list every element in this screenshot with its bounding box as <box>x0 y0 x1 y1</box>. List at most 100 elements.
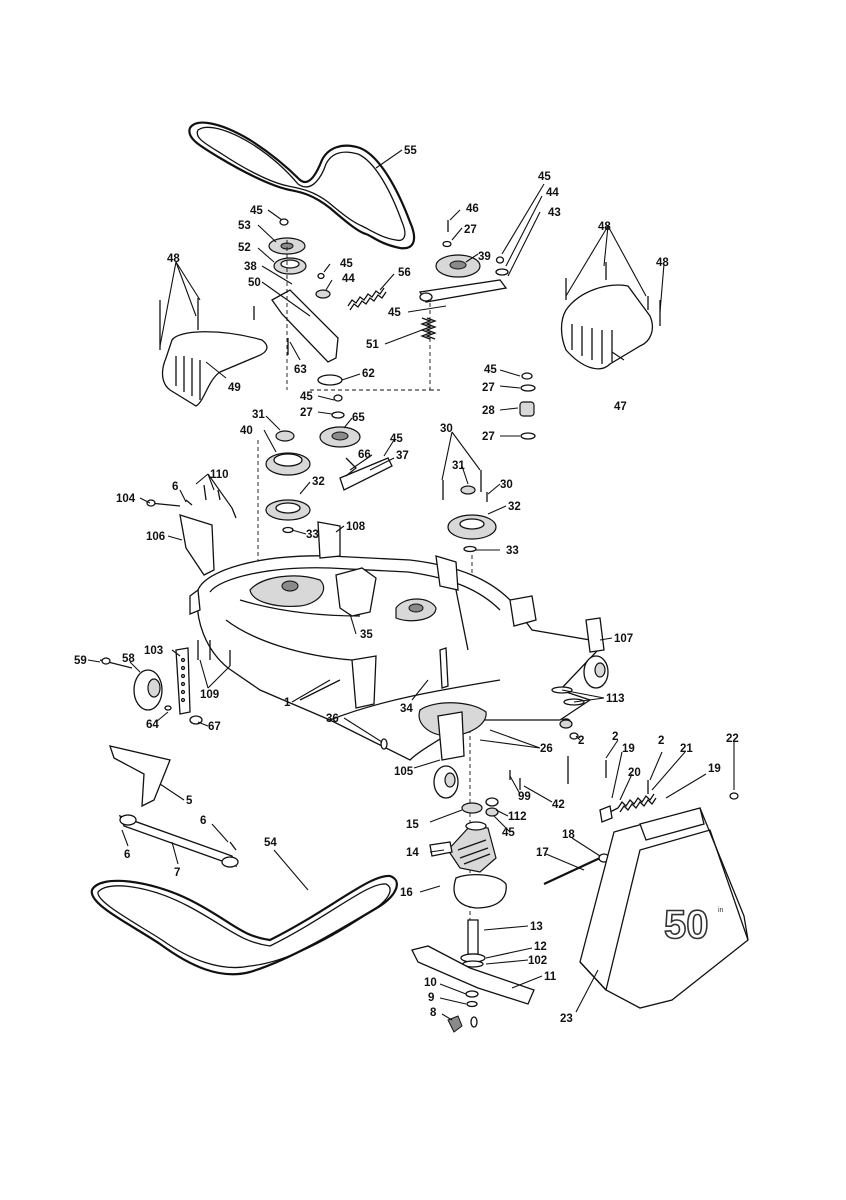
callout-label: 16 <box>400 887 413 899</box>
callout-label: 42 <box>552 799 565 811</box>
callout-label: 19 <box>708 763 721 775</box>
deck-housing-1 <box>189 521 599 761</box>
callout-label: 21 <box>680 743 693 755</box>
callout-label: 67 <box>208 721 221 733</box>
callout-label: 13 <box>530 921 543 933</box>
callout-label: 32 <box>312 476 325 488</box>
bracket-5 <box>109 745 171 808</box>
callout-label: 45 <box>300 391 313 403</box>
callout-label: 6 <box>200 815 206 827</box>
callout-label: 45 <box>340 258 353 270</box>
callout-label: 65 <box>352 412 365 424</box>
callout-label: 36 <box>326 713 339 725</box>
callout-label: 45 <box>484 364 497 376</box>
callout-label: 8 <box>430 1007 437 1019</box>
deck-size-unit: in <box>718 907 724 914</box>
callout-label: 9 <box>428 992 434 1004</box>
callout-label: 103 <box>144 645 163 657</box>
callout-label: 27 <box>464 224 477 236</box>
callout-label: 56 <box>398 267 411 279</box>
spring-56 <box>347 287 387 311</box>
callout-label: 59 <box>74 655 87 667</box>
callout-label: 48 <box>598 221 611 233</box>
callout-label: 45 <box>502 827 515 839</box>
callout-label: 53 <box>238 220 251 232</box>
arm-7 <box>118 814 239 868</box>
callout-label: 33 <box>306 529 319 541</box>
washer-62 <box>317 374 343 386</box>
callout-label: 39 <box>478 251 491 263</box>
callout-label: 112 <box>508 811 527 823</box>
callout-label: 30 <box>500 479 513 491</box>
callout-label: 30 <box>440 423 453 435</box>
callout-label: 45 <box>250 205 263 217</box>
callout-label: 45 <box>388 307 401 319</box>
callout-label: 54 <box>264 837 277 849</box>
callout-label: 5 <box>186 795 193 807</box>
callout-label: 34 <box>400 703 413 715</box>
callout-label: 32 <box>508 501 521 513</box>
belt-55 <box>188 121 416 250</box>
belt-shield-47 <box>560 262 661 370</box>
callout-label: 50 <box>248 277 261 289</box>
callout-label: 20 <box>628 767 641 779</box>
deck-hardware <box>380 686 585 790</box>
callout-label: 62 <box>362 368 375 380</box>
callout-label: 14 <box>406 847 419 859</box>
callout-label: 27 <box>482 382 495 394</box>
callout-label: 48 <box>167 253 180 265</box>
belt-shield-49 <box>159 298 268 407</box>
callout-label: 26 <box>540 743 553 755</box>
callout-labels: 55 46 45 44 43 27 39 45 53 52 38 45 44 5… <box>74 145 739 1025</box>
discharge-chute-23: 50 in <box>579 807 749 1009</box>
callout-label: 105 <box>394 766 414 778</box>
callout-label: 102 <box>528 955 547 967</box>
callout-label: 1 <box>284 697 291 709</box>
callout-label: 44 <box>546 187 559 199</box>
rod-17 <box>543 853 610 885</box>
callout-label: 43 <box>548 207 561 219</box>
wheel-105 <box>433 711 465 799</box>
callout-label: 110 <box>210 469 229 481</box>
callout-label: 109 <box>200 689 219 701</box>
callout-label: 66 <box>358 449 371 461</box>
callout-label: 33 <box>506 545 519 557</box>
wheel-107 <box>583 617 609 689</box>
callout-label: 99 <box>518 791 531 803</box>
callout-label: 35 <box>360 629 373 641</box>
callout-label: 10 <box>424 977 437 989</box>
spacer-stack <box>519 372 536 440</box>
callout-label: 27 <box>300 407 313 419</box>
callout-label: 28 <box>482 405 495 417</box>
callout-label: 63 <box>294 364 307 376</box>
deck-size-badge: 50 <box>664 903 709 947</box>
callout-label: 45 <box>390 433 403 445</box>
callout-label: 17 <box>536 847 549 859</box>
callout-label: 22 <box>726 733 739 745</box>
callout-label: 46 <box>466 203 479 215</box>
callout-label: 107 <box>614 633 633 645</box>
idler-arm-43 <box>418 220 509 303</box>
callout-label: 27 <box>482 431 495 443</box>
callout-label: 11 <box>544 971 557 983</box>
pulley-65 <box>319 394 361 448</box>
callout-label: 49 <box>228 382 241 394</box>
callout-label: 12 <box>534 941 547 953</box>
callout-label: 18 <box>562 829 575 841</box>
tension-spring-20 <box>599 760 739 823</box>
callout-label: 2 <box>612 731 618 743</box>
belt-54 <box>90 874 398 976</box>
callout-label: 31 <box>252 409 265 421</box>
wheel-bracket-103 <box>175 640 231 715</box>
callout-label: 104 <box>116 493 136 505</box>
callout-label: 2 <box>578 735 584 747</box>
callout-label: 31 <box>452 460 465 472</box>
leader-lines <box>87 149 735 1021</box>
callout-label: 23 <box>560 1013 573 1025</box>
idler-bracket-50 <box>268 218 339 363</box>
callout-label: 7 <box>174 867 180 879</box>
callout-label: 19 <box>622 743 635 755</box>
callout-label: 44 <box>342 273 355 285</box>
callout-label: 48 <box>656 257 669 269</box>
